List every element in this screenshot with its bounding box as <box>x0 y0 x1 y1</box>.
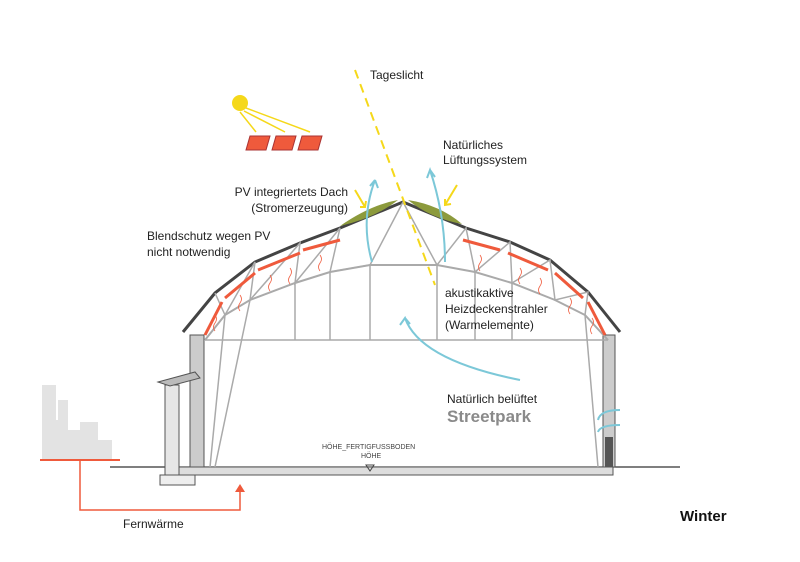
label-heating: akustikaktive <box>445 286 514 300</box>
left-foundation <box>159 474 196 486</box>
label-pv-roof-2: (Stromerzeugung) <box>251 201 348 215</box>
arrow-up-icon <box>235 484 245 492</box>
sun-arrows <box>354 184 458 208</box>
pv-panel-right <box>408 200 462 224</box>
label-ventilation-2: Lüftungssystem <box>443 153 528 167</box>
daylight-ray <box>354 69 436 286</box>
power-plant-icon <box>42 385 112 460</box>
label-ventilation: Natürliches <box>443 138 504 152</box>
label-pv-roof: PV integriertets Dach <box>234 185 348 199</box>
roof-outer <box>181 200 622 333</box>
canopy <box>156 371 201 387</box>
label-season: Winter <box>680 508 727 525</box>
solar-panels-icon <box>245 135 323 151</box>
heat-waves <box>213 254 594 335</box>
label-floor-level-2: HÖHE <box>361 453 382 460</box>
label-glare: Blendschutz wegen PV <box>147 229 271 243</box>
district-heating-line <box>79 460 241 511</box>
sun-icon <box>232 95 248 111</box>
truss <box>209 200 609 468</box>
floor-level-marker <box>365 464 375 472</box>
label-floor-level: HÖHE_FERTIGFUSSBODEN <box>322 444 416 451</box>
label-district-heating: Fernwärme <box>123 517 184 531</box>
label-glare-2: nicht notwendig <box>147 245 231 259</box>
roof-inner-arch <box>204 264 609 341</box>
label-heating-2: Heizdeckenstrahler <box>445 302 548 316</box>
right-window <box>605 437 613 467</box>
label-daylight: Tageslicht <box>370 68 424 82</box>
label-heating-3: (Warmelemente) <box>445 318 534 332</box>
left-column <box>189 334 205 468</box>
air-flow-arrows <box>365 167 621 433</box>
label-streetpark: Streetpark <box>447 407 532 426</box>
sun-rays <box>239 107 311 133</box>
left-wall <box>164 384 180 476</box>
heating-panels <box>203 238 607 336</box>
floor-slab <box>164 466 614 476</box>
label-natural-vent: Natürlich belüftet <box>447 392 538 406</box>
pv-panel-left <box>340 200 398 226</box>
